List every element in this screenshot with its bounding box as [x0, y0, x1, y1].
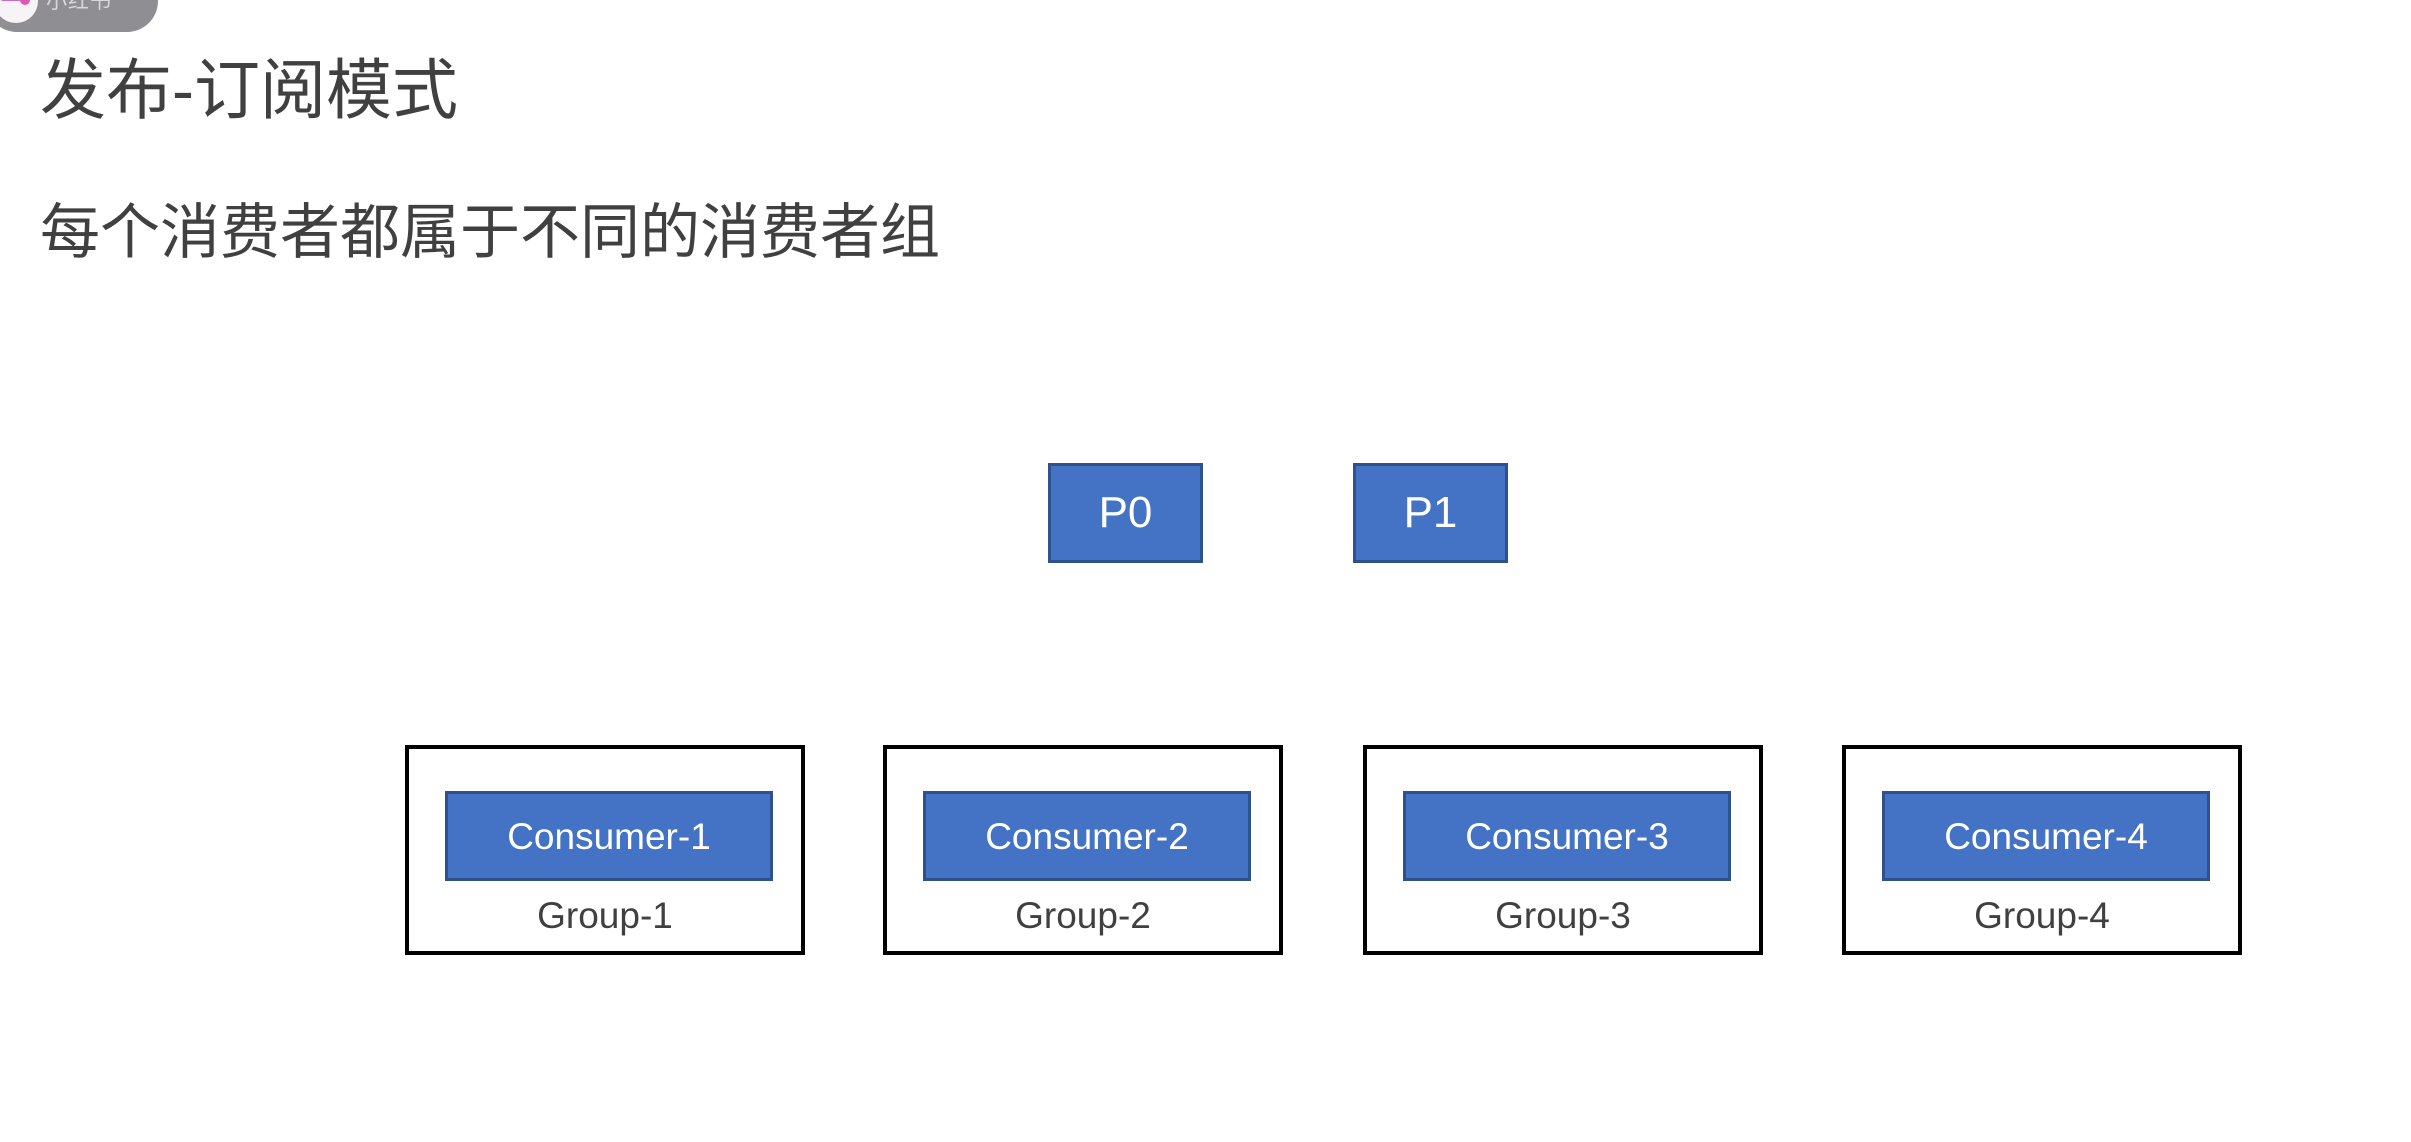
consumer-label-4: Consumer-4: [1944, 815, 2148, 857]
user-avatar-icon: [0, 0, 38, 23]
group-label-2: Group-2: [1015, 895, 1151, 936]
consumer-group-1: Consumer-1 Group-1: [405, 745, 805, 955]
consumer-box-1: Consumer-1: [445, 791, 773, 881]
consumer-label-2: Consumer-2: [985, 815, 1189, 857]
partition-p1-label: P1: [1403, 488, 1458, 537]
consumer-group-3: Consumer-3 Group-3: [1363, 745, 1763, 955]
partition-p0: P0: [1048, 463, 1203, 563]
page-title: 发布-订阅模式: [40, 53, 458, 127]
watermark-label: 小红书: [46, 0, 112, 12]
page-subtitle: 每个消费者都属于不同的消费者组: [40, 199, 940, 266]
consumer-box-2: Consumer-2: [923, 791, 1251, 881]
consumer-group-4: Consumer-4 Group-4: [1842, 745, 2242, 955]
group-label-1: Group-1: [537, 895, 673, 936]
partition-p0-label: P0: [1098, 488, 1153, 537]
group-label-3: Group-3: [1495, 895, 1631, 936]
watermark-badge: 小红书: [0, 0, 158, 32]
consumer-box-4: Consumer-4: [1882, 791, 2210, 881]
group-label-4: Group-4: [1974, 895, 2110, 936]
consumer-group-2: Consumer-2 Group-2: [883, 745, 1283, 955]
consumer-box-3: Consumer-3: [1403, 791, 1731, 881]
consumer-label-3: Consumer-3: [1465, 815, 1669, 857]
partition-p1: P1: [1353, 463, 1508, 563]
consumer-label-1: Consumer-1: [507, 815, 711, 857]
